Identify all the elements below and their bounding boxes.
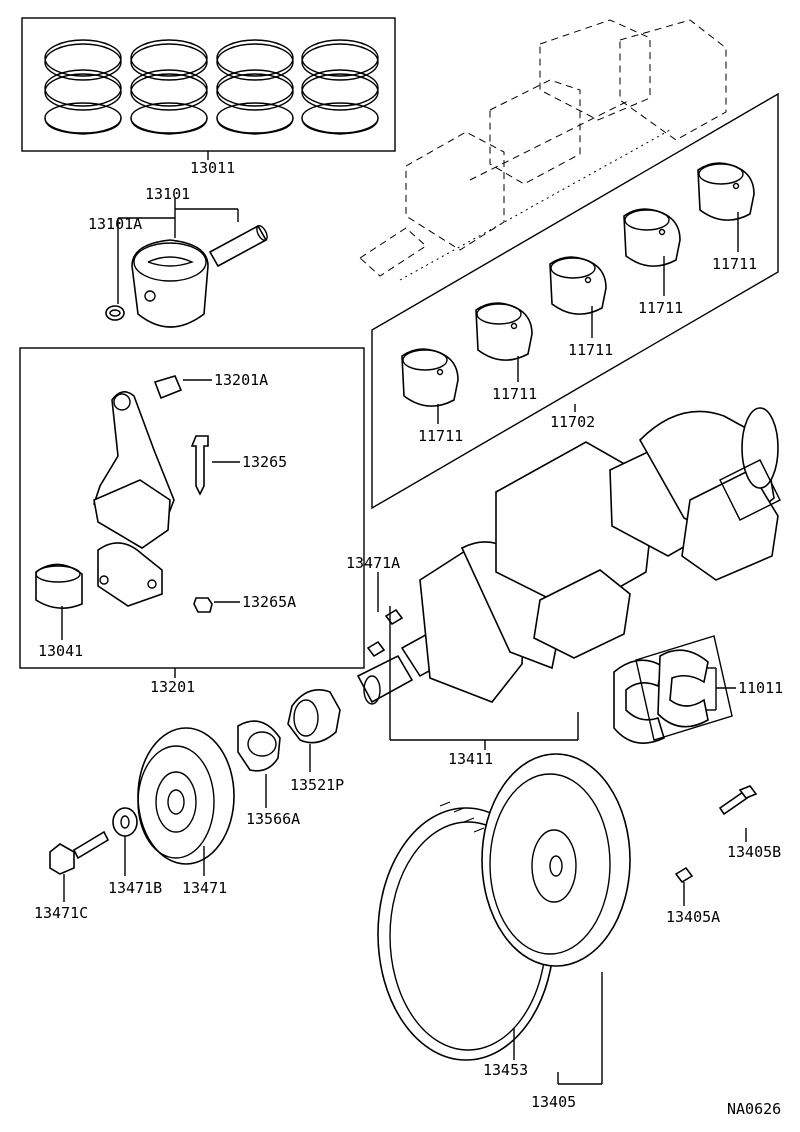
rod-nut[interactable] — [193, 597, 213, 613]
label-11711: 11711 — [418, 427, 463, 445]
flywheel[interactable] — [481, 753, 631, 967]
label-11011: 11011 — [738, 679, 783, 697]
label-13011: 13011 — [190, 159, 235, 177]
pulley-group — [49, 689, 341, 902]
label-13101a: 13101A — [88, 215, 142, 233]
main-bearing-shell[interactable] — [623, 208, 681, 267]
label-13041: 13041 — [38, 642, 83, 660]
label-13521p: 13521P — [290, 776, 344, 794]
snap-ring[interactable] — [105, 305, 125, 321]
label-13471b: 13471B — [108, 879, 162, 897]
piston-ring-set[interactable] — [130, 39, 208, 135]
rod-bearing[interactable] — [35, 563, 83, 609]
label-13265: 13265 — [242, 453, 287, 471]
crankshaft[interactable] — [356, 407, 781, 705]
main-bearing-panel — [371, 92, 779, 510]
label-13201a: 13201A — [214, 371, 268, 389]
rod-bolt[interactable] — [190, 435, 209, 496]
label-11702: 11702 — [550, 413, 595, 431]
thrust-washer-group — [613, 635, 736, 744]
rod-bushing[interactable] — [153, 375, 183, 400]
crankshaft-key-plate[interactable] — [237, 720, 281, 772]
label-13201: 13201 — [150, 678, 195, 696]
main-bearing-shell[interactable] — [401, 348, 459, 407]
piston[interactable] — [131, 239, 209, 328]
woodruff-key[interactable] — [366, 640, 386, 658]
pulley-washer[interactable] — [112, 807, 138, 837]
pulley-bolt[interactable] — [49, 843, 75, 875]
label-11711: 11711 — [568, 341, 613, 359]
label-13471a: 13471A — [346, 554, 400, 572]
label-13566a: 13566A — [246, 810, 300, 828]
label-13471c: 13471C — [34, 904, 88, 922]
label-13411: 13411 — [448, 750, 493, 768]
rod-cap[interactable] — [97, 542, 163, 607]
label-13405b: 13405B — [727, 843, 781, 861]
piston-ring-set[interactable] — [216, 39, 294, 135]
crankshaft-phantom — [359, 19, 727, 281]
label-11711: 11711 — [492, 385, 537, 403]
piston-ring-set[interactable] — [301, 39, 379, 135]
label-13101: 13101 — [145, 185, 190, 203]
connecting-rod-group — [19, 347, 365, 678]
flywheel-pin[interactable] — [674, 866, 694, 884]
piston-group — [105, 198, 268, 328]
crankshaft-timing-gear[interactable] — [287, 689, 341, 744]
main-bearing-shell[interactable] — [475, 302, 533, 361]
thrust-washer[interactable] — [613, 659, 665, 744]
piston-rings-group — [21, 17, 396, 160]
flywheel-group — [377, 753, 758, 1085]
label-13471: 13471 — [182, 879, 227, 897]
woodruff-key[interactable] — [384, 608, 404, 626]
label-13405: 13405 — [531, 1093, 576, 1111]
connecting-rod-frame — [19, 347, 365, 669]
part-number-labels: 13011 13101 13101A 13201A 13265 13265A 1… — [34, 159, 783, 1118]
crankshaft-group — [356, 407, 781, 750]
main-bearing-shell[interactable] — [549, 256, 607, 315]
main-bearing-shell[interactable] — [697, 162, 755, 221]
piston-rings-frame — [21, 17, 396, 152]
thrust-washer[interactable] — [657, 649, 709, 728]
piston-ring-set[interactable] — [44, 39, 122, 135]
label-13453: 13453 — [483, 1061, 528, 1079]
label-11711: 11711 — [712, 255, 757, 273]
label-13265a: 13265A — [242, 593, 296, 611]
label-13405a: 13405A — [666, 908, 720, 926]
drawing-code: NA0626 — [727, 1100, 781, 1118]
label-11711: 11711 — [638, 299, 683, 317]
main-bearing-group — [359, 19, 779, 510]
